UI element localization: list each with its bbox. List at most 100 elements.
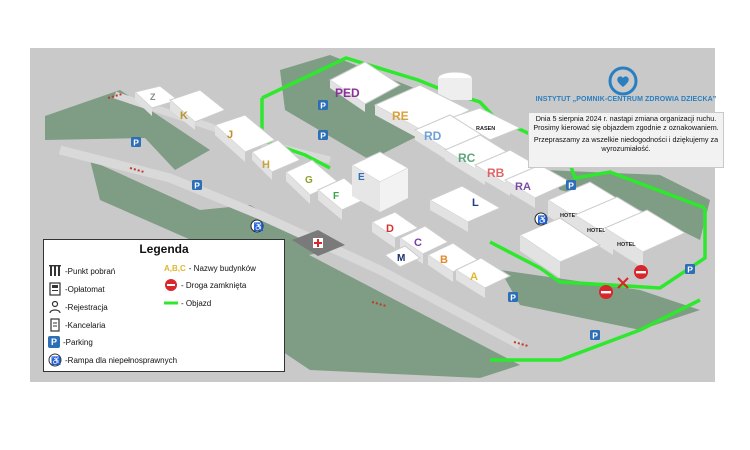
heart-logo-icon: [608, 66, 638, 96]
legend-label-punkt: -Punkt pobrań: [65, 266, 116, 276]
legend-label-objazd: - Objazd: [181, 298, 212, 308]
building-ped[interactable]: PED: [329, 61, 401, 112]
building-d[interactable]: D: [370, 211, 420, 248]
parking-letter: P: [320, 131, 326, 141]
building-label-rb: RB: [487, 166, 505, 180]
building-label-rasen: RASEN: [476, 126, 495, 132]
building-h[interactable]: H: [251, 139, 301, 180]
parking-letter: P: [568, 181, 574, 191]
road-main: [58, 145, 523, 349]
building-label-l: L: [472, 197, 479, 209]
parking-letter: P: [133, 138, 139, 148]
parking-sign-1[interactable]: P: [318, 100, 328, 111]
legend-item-droga: - Droga zamknięta: [164, 278, 246, 292]
parking-sign-6[interactable]: P: [508, 292, 518, 303]
building-label-d: D: [386, 223, 394, 235]
parking-sign-3[interactable]: P: [131, 137, 141, 148]
parking-letter: P: [194, 181, 200, 191]
parking-sign-5[interactable]: P: [566, 180, 576, 191]
registration-desk-icon: [48, 300, 62, 314]
detour-route-north: [261, 56, 706, 210]
legend-item-nazwy: A,B,C - Nazwy budynków: [164, 264, 256, 273]
detour-route-southeast: [490, 298, 701, 362]
legend-item-objazd: - Objazd: [164, 296, 211, 310]
legend-item-punkt: -Punkt pobrań: [48, 264, 115, 278]
parking-letter: P: [687, 265, 693, 275]
legend-building-letters: A,B,C: [164, 264, 186, 273]
legend-label-parking: -Parking: [63, 337, 93, 347]
barrier-gate: [129, 167, 145, 173]
building-tower: [437, 71, 473, 100]
document-icon: [48, 318, 62, 332]
building-label-hotel-1: HOTEL: [560, 213, 579, 219]
legend-label-kancelaria: -Kancelaria: [65, 320, 106, 330]
closed-road-marker-1: [599, 285, 613, 299]
building-label-g: G: [305, 175, 313, 186]
svg-text:♿: ♿: [254, 222, 264, 232]
legend-item-rampa: ♿ -Rampa dla niepełnosprawnych: [48, 353, 177, 367]
parking-letter: P: [510, 293, 516, 303]
notice-text-2: Przepraszamy za wszelkie niedogodności i…: [533, 135, 719, 153]
legend-item-parking: P -Parking: [48, 336, 93, 348]
building-e[interactable]: E: [350, 151, 410, 212]
wheelchair-icon: ♿: [48, 353, 62, 367]
building-k[interactable]: K: [169, 89, 226, 130]
legend-label-droga: - Droga zamknięta: [181, 280, 247, 290]
building-label-m: M: [397, 253, 405, 264]
parking-sign-7[interactable]: P: [590, 330, 600, 341]
institute-name: INSTYTUT „POMNIK-CENTRUM ZDROWIA DZIECKA…: [535, 96, 717, 103]
parking-letter: P: [592, 331, 598, 341]
building-label-z: Z: [150, 92, 156, 102]
parking-letter: P: [320, 101, 326, 111]
building-ra[interactable]: RA: [503, 164, 572, 208]
legend-label-rejestracja: -Rejestracja: [65, 302, 108, 312]
test-tubes-icon: [48, 264, 62, 278]
building-label-rd: RD: [424, 129, 442, 143]
building-label-re: RE: [392, 109, 409, 123]
closed-road-marker-2: [634, 265, 648, 279]
building-label-ra: RA: [515, 181, 531, 193]
building-label-b: B: [440, 254, 448, 266]
building-label-c: C: [414, 237, 422, 249]
legend-title: Legenda: [139, 242, 189, 256]
traffic-notice: Dnia 5 sierpnia 2024 r. nastąpi zmiana o…: [528, 112, 724, 168]
parking-sign-2[interactable]: P: [318, 130, 328, 141]
svg-text:♿: ♿: [538, 215, 548, 225]
building-label-j: J: [227, 129, 233, 141]
notice-text-1: Dnia 5 sierpnia 2024 r. nastąpi zmiana o…: [533, 114, 719, 132]
legend-item-rejestracja: -Rejestracja: [48, 300, 108, 314]
closed-road-x: [617, 277, 629, 289]
lawn-west: [45, 90, 210, 170]
building-label-h: H: [262, 159, 270, 171]
barrier-gate: [371, 301, 387, 307]
building-m[interactable]: M: [384, 245, 421, 268]
barrier-gate: [513, 341, 529, 347]
payment-machine-icon: [48, 282, 62, 296]
parking-sign-4[interactable]: P: [192, 180, 202, 191]
lawn-southeast: [500, 270, 700, 330]
map-legend: Legenda -Punkt pobrań -Opłatomat -Rejest…: [43, 239, 285, 372]
svg-text:♿: ♿: [51, 356, 61, 366]
barrier-gate: [107, 93, 123, 99]
legend-item-oplatomat: -Opłatomat: [48, 282, 105, 296]
building-label-rc: RC: [458, 151, 476, 165]
legend-label-nazwy: - Nazwy budynków: [188, 264, 256, 273]
building-l[interactable]: L: [428, 185, 502, 232]
legend-label-rampa: -Rampa dla niepełnosprawnych: [65, 355, 178, 365]
legend-item-kancelaria: -Kancelaria: [48, 318, 105, 332]
legend-label-oplatomat: -Opłatomat: [65, 284, 105, 294]
building-label-hotel-2: HOTEL: [587, 228, 606, 234]
building-label-k: K: [180, 110, 188, 122]
helipad: [292, 230, 345, 256]
building-label-hotel-3: HOTEL: [617, 242, 636, 248]
no-entry-icon: [164, 278, 178, 292]
parking-sign-8[interactable]: P: [685, 264, 695, 275]
building-hotel-3[interactable]: HOTEL: [603, 209, 687, 268]
building-a[interactable]: A: [454, 257, 512, 298]
building-j[interactable]: J: [214, 114, 276, 162]
detour-route-south: [489, 208, 707, 290]
building-label-f: F: [333, 191, 339, 202]
building-label-a: A: [470, 271, 478, 283]
wheelchair-ramp-icon: ♿: [534, 212, 548, 226]
building-label-e: E: [358, 172, 365, 183]
